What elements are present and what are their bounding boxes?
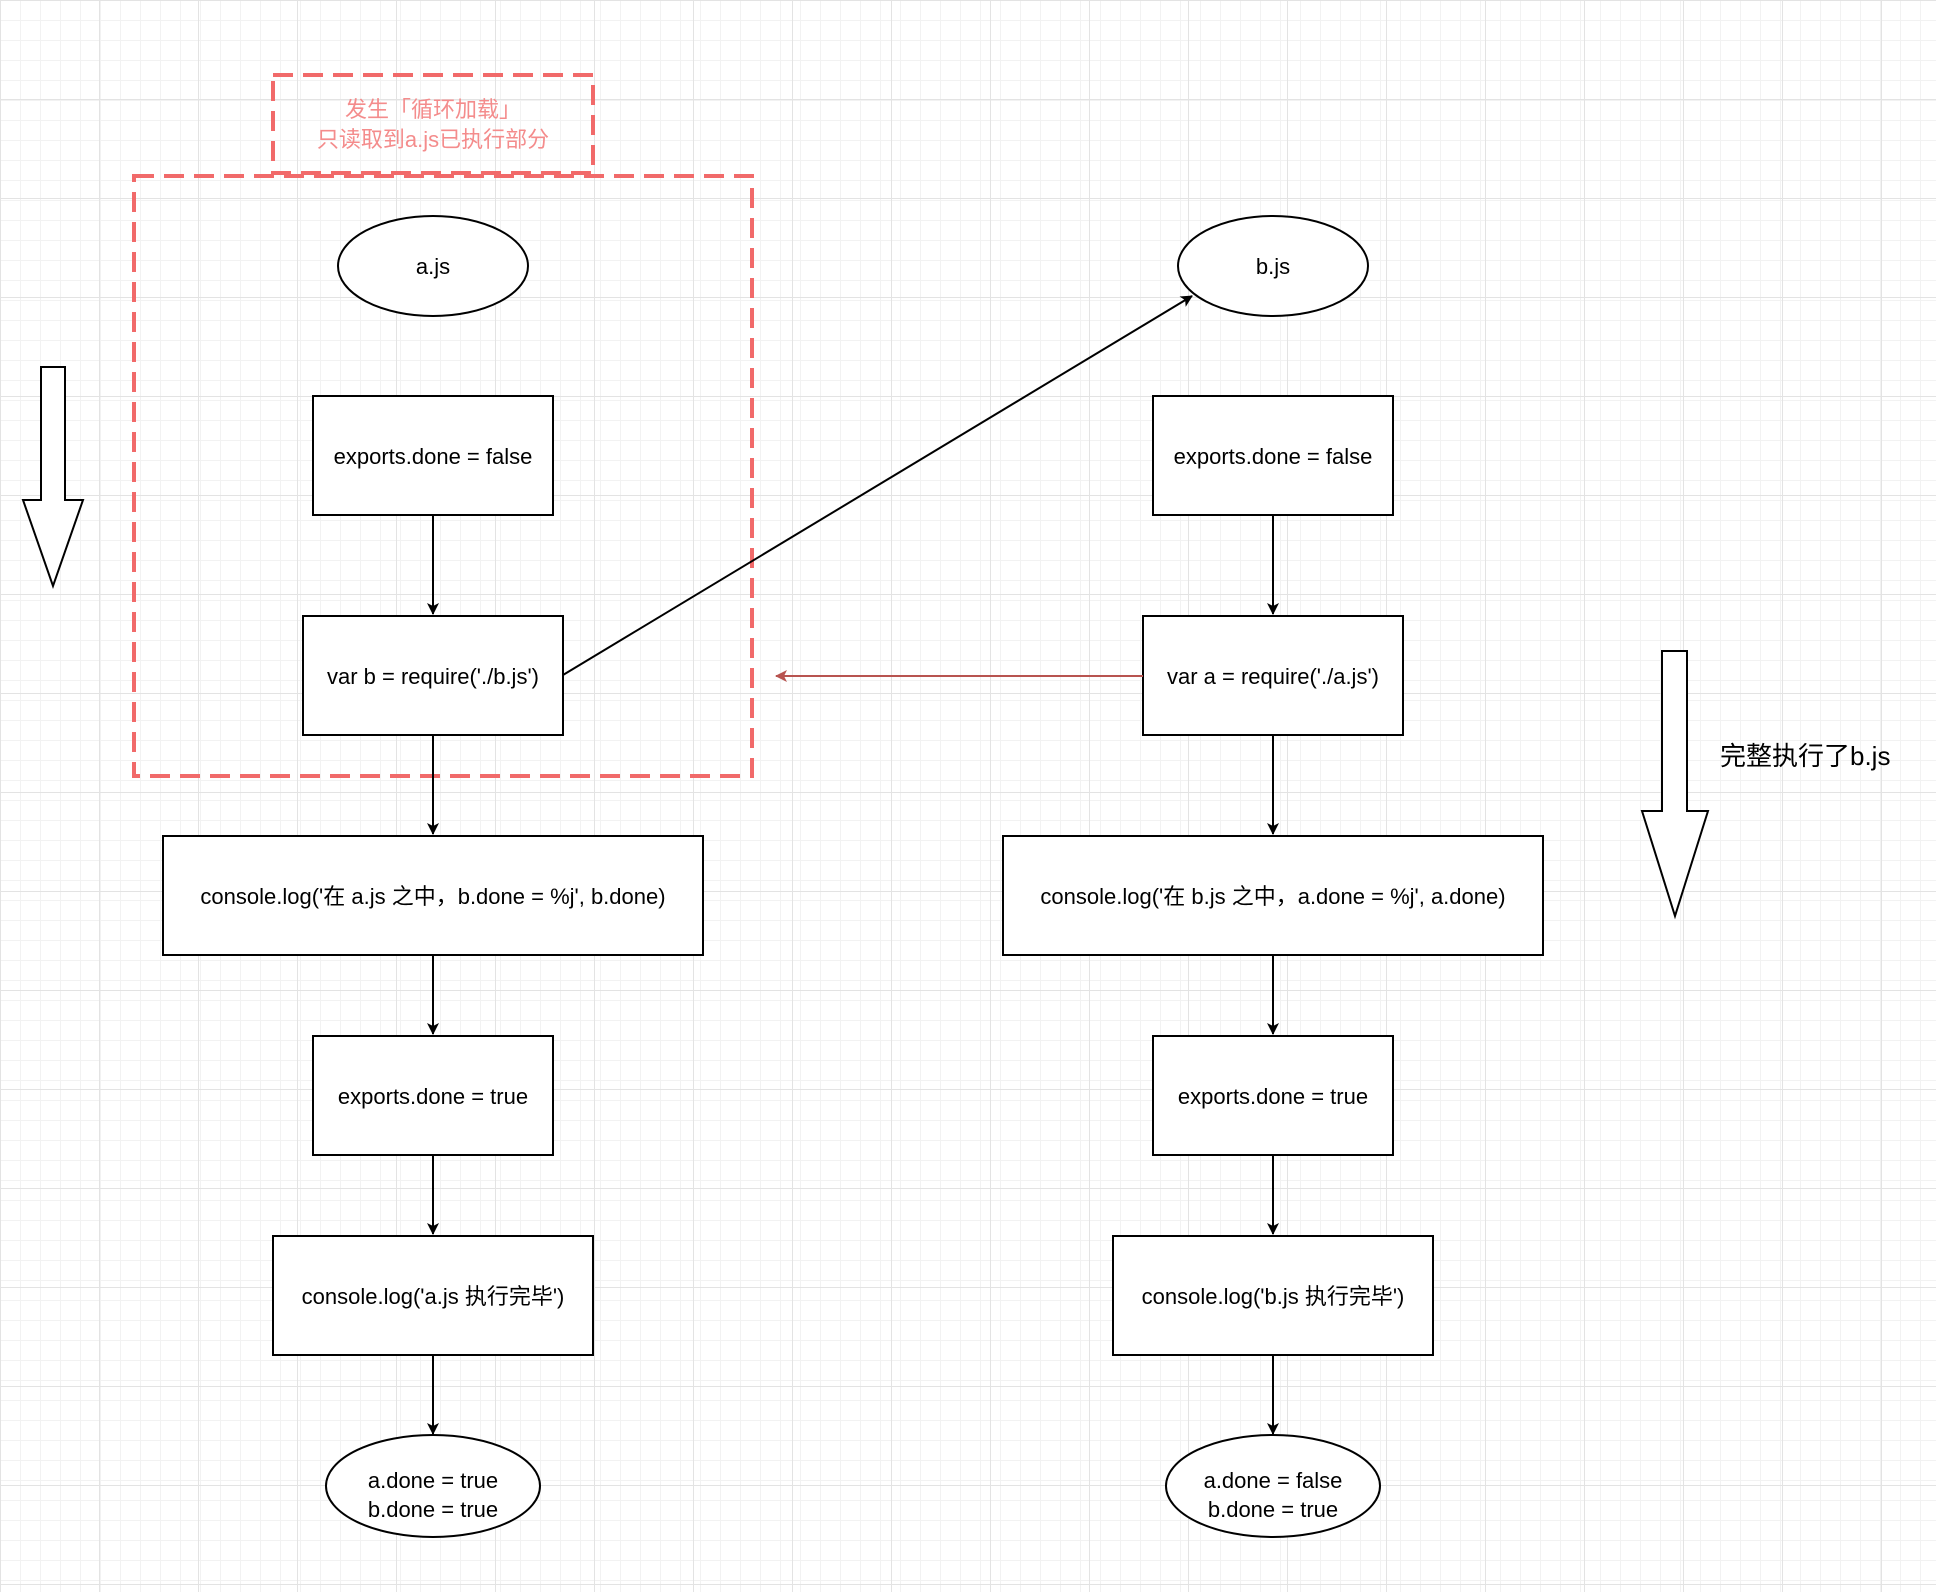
b-require-node	[1142, 615, 1404, 736]
a-require-to-b-start-edge	[562, 295, 1193, 676]
down-arrow-icon	[21, 366, 85, 590]
column-a: a.js exports.done = false var b = requir…	[162, 215, 704, 1538]
b-exports-true-node	[1152, 1035, 1394, 1156]
a-done-log-label: console.log('a.js 执行完毕')	[302, 1284, 565, 1309]
b-end-label-2: b.done = true	[1208, 1497, 1338, 1522]
a-end-label-2: b.done = true	[368, 1497, 498, 1522]
a-exports-false-label: exports.done = false	[334, 444, 533, 469]
b-require-label: var a = require('./a.js')	[1167, 664, 1379, 689]
b-start-node	[1177, 215, 1369, 317]
b-done-log-node	[1112, 1235, 1434, 1356]
b-log-label: console.log('在 b.js 之中，a.done = %j', a.d…	[1040, 884, 1505, 909]
circular-load-title: 发生「循环加载」	[345, 97, 521, 122]
column-b: b.js exports.done = false var a = requir…	[1002, 215, 1544, 1538]
circular-load-region	[132, 174, 754, 778]
a-start-node	[337, 215, 529, 317]
circular-load-label-frame	[271, 73, 595, 175]
a-require-label: var b = require('./b.js')	[327, 664, 539, 689]
a-exports-true-label: exports.done = true	[338, 1084, 528, 1109]
down-arrow-icon	[1640, 650, 1710, 920]
a-log-label: console.log('在 a.js 之中，b.done = %j', b.d…	[200, 884, 665, 909]
a-exports-false-node	[312, 395, 554, 516]
a-end-node	[325, 1434, 541, 1538]
b-exports-true-label: exports.done = true	[1178, 1084, 1368, 1109]
b-end-node	[1165, 1434, 1381, 1538]
a-log-node	[162, 835, 704, 956]
a-start-label: a.js	[416, 254, 450, 279]
circular-load-note: 只读取到a.js已执行部分	[317, 127, 549, 152]
b-end-label-1: a.done = false	[1204, 1468, 1343, 1493]
b-exports-false-label: exports.done = false	[1174, 444, 1373, 469]
b-done-log-label: console.log('b.js 执行完毕')	[1142, 1284, 1405, 1309]
a-done-log-node	[272, 1235, 594, 1356]
a-exports-true-node	[312, 1035, 554, 1156]
a-end-label-1: a.done = true	[368, 1468, 498, 1493]
b-log-node	[1002, 835, 1544, 956]
b-start-label: b.js	[1256, 254, 1290, 279]
side-label: 完整执行了b.js	[1720, 741, 1890, 771]
